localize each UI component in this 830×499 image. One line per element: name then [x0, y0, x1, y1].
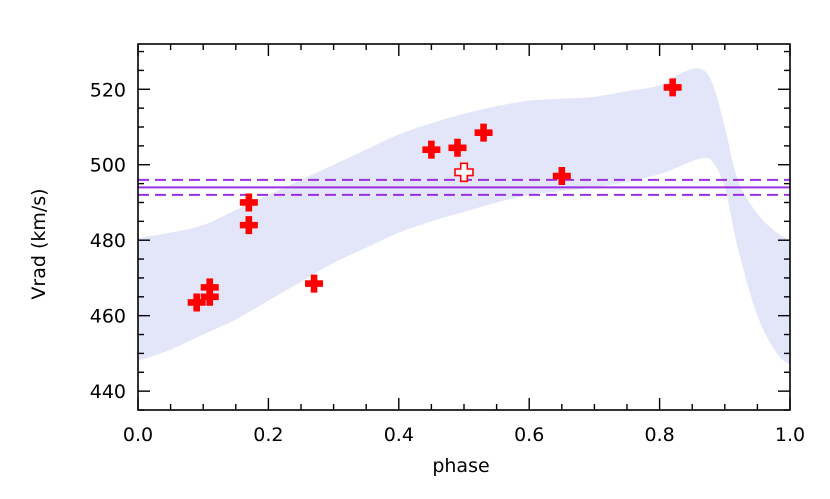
data-point [187, 293, 206, 312]
data-points [187, 78, 682, 312]
x-tick-label: 0.4 [384, 424, 414, 446]
y-tick-label: 480 [90, 230, 126, 252]
data-point [239, 216, 258, 235]
confidence-band [138, 68, 790, 365]
data-point [422, 140, 441, 159]
x-tick-label: 0.8 [644, 424, 674, 446]
y-tick-label: 460 [90, 306, 126, 328]
x-tick-label: 0.6 [514, 424, 544, 446]
data-point [200, 278, 219, 297]
data-point [474, 123, 493, 142]
tick-labels: 0.0 0.2 0.4 0.6 0.8 1.0 440 460 480 500 520 [90, 79, 805, 446]
y-tick-label: 440 [90, 381, 126, 403]
data-point [448, 138, 467, 157]
y-tick-label: 520 [90, 79, 126, 101]
y-tick-label: 500 [90, 155, 126, 177]
data-point [239, 193, 258, 212]
data-point [200, 287, 219, 306]
axes [137, 43, 791, 411]
data-point [552, 167, 571, 186]
data-point-open [454, 162, 474, 183]
x-tick-label: 1.0 [775, 424, 805, 446]
x-tick-label: 0.0 [123, 424, 153, 446]
data-point [663, 78, 682, 97]
y-axis-label: Vrad (km/s) [28, 188, 50, 299]
band-area [138, 68, 790, 365]
x-tick-label: 0.2 [253, 424, 283, 446]
data-point [305, 274, 324, 293]
x-axis-label: phase [432, 455, 489, 477]
